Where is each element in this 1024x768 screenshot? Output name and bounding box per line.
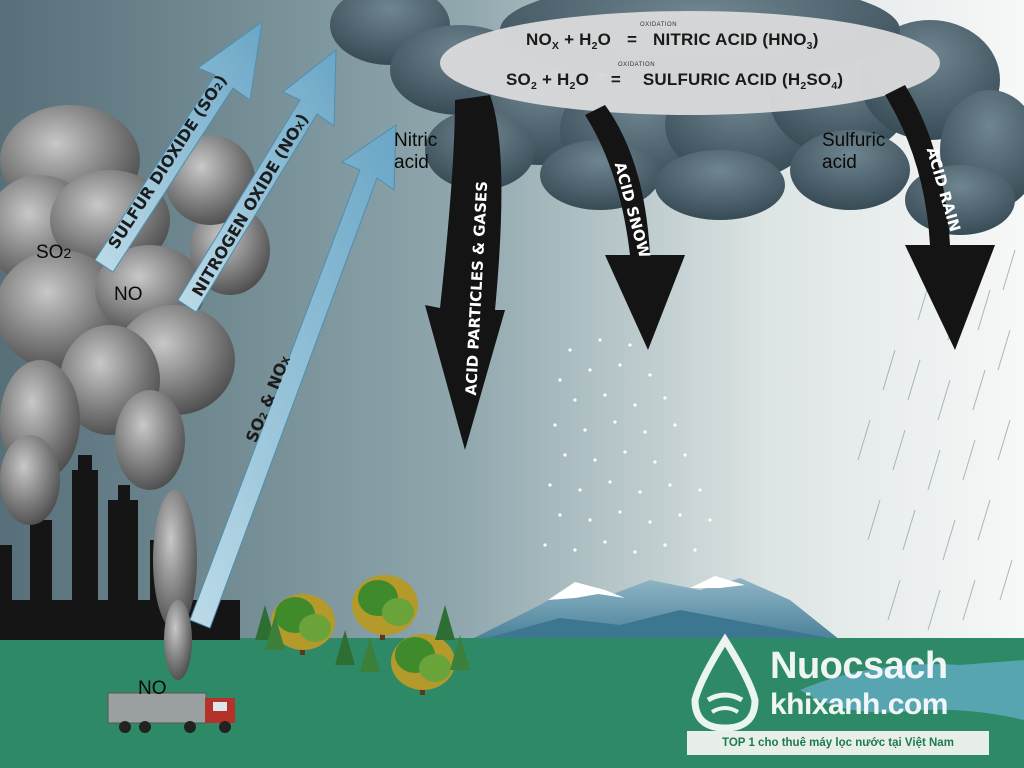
equation-so2: SO2 + H2O = SULFURIC ACID (H2SO4) (506, 70, 844, 92)
so2-label: SO2 (36, 242, 72, 263)
sulfur-dioxide-arrow (94, 20, 263, 273)
oxidation-label-2: OXIDATION (618, 62, 656, 68)
truck (107, 692, 235, 733)
lake (800, 660, 1024, 720)
tree-1 (271, 594, 335, 655)
equation-bubble (440, 11, 940, 115)
logo-drop-icon (691, 633, 759, 732)
logo-line-2: khixanh.com (770, 688, 948, 721)
tree-2 (352, 575, 418, 640)
equation-nox: NOX + H2O = NITRIC ACID (HNO3) (526, 30, 819, 52)
logo-line-1: Nuocsach (770, 645, 948, 687)
snow-flakes (543, 338, 712, 554)
no-truck-label: NO (138, 678, 167, 699)
no-cloud-label: NO (114, 284, 143, 305)
rain-streaks (857, 249, 1016, 631)
acid-particles-arrow (425, 95, 505, 450)
trees (255, 575, 470, 695)
acid-rain-arrow (885, 85, 995, 350)
tree-3 (391, 634, 455, 695)
acid-snow-arrow (585, 105, 685, 350)
nitrogen-oxide-arrow (177, 48, 337, 313)
mountains (470, 576, 840, 640)
logo-tagline: TOP 1 cho thuê máy lọc nước tại Việt Nam (687, 731, 989, 755)
oxidation-label-1: OXIDATION (640, 22, 678, 28)
emission-arrows (94, 20, 397, 629)
deposition-arrows (425, 85, 995, 450)
so2-nox-arrow (189, 124, 397, 629)
